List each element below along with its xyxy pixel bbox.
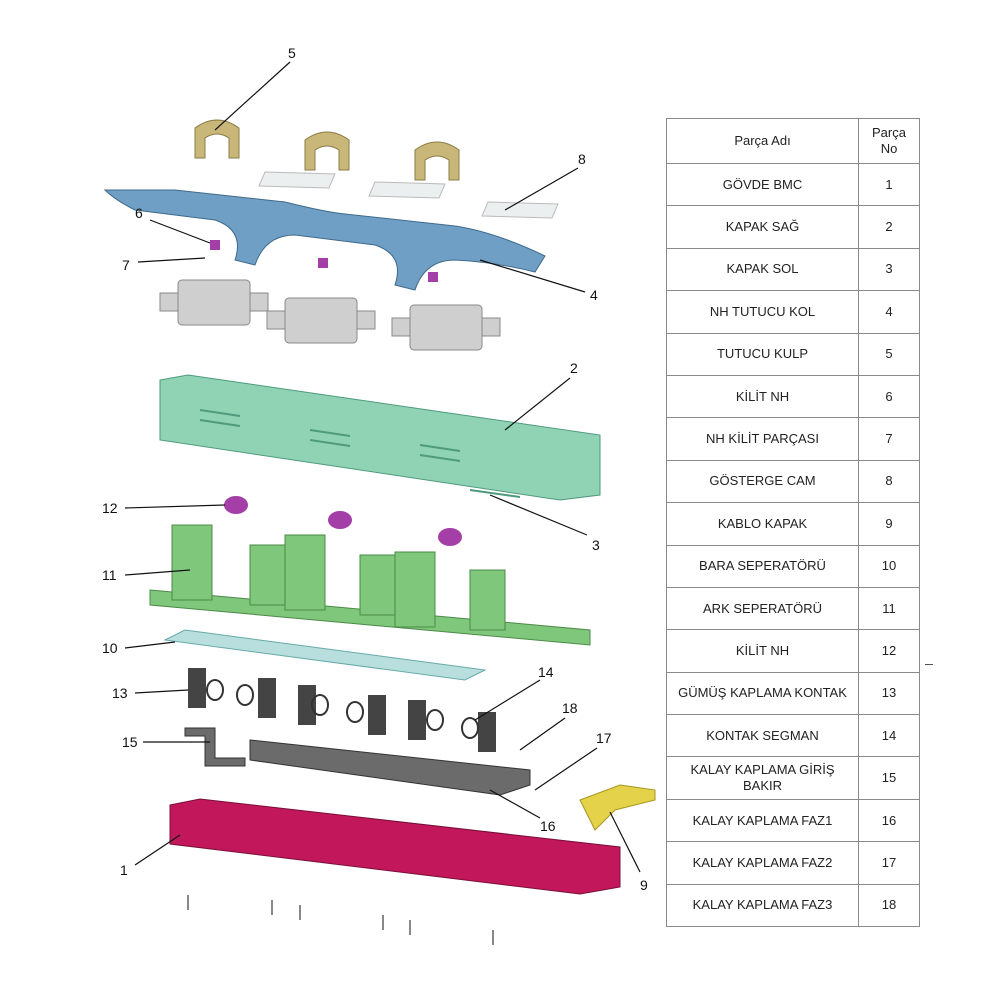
callout-12: 12 bbox=[102, 500, 118, 516]
callout-7: 7 bbox=[122, 257, 130, 273]
callout-6: 6 bbox=[135, 205, 143, 221]
part-no: 13 bbox=[858, 671, 920, 716]
part-name: NH TUTUCU KOL bbox=[666, 290, 859, 334]
header-part-no: Parça No bbox=[858, 118, 920, 164]
table-header: Parça Adı Parça No bbox=[666, 118, 920, 164]
leader-lines bbox=[124, 61, 641, 873]
cover-vents bbox=[199, 409, 521, 498]
part-name: KALAY KAPLAMA FAZ2 bbox=[666, 841, 859, 885]
holder-handles bbox=[194, 119, 460, 181]
callout-11: 11 bbox=[102, 567, 117, 583]
part-name: KABLO KAPAK bbox=[666, 502, 859, 546]
part-name: GÜMÜŞ KAPLAMA KONTAK bbox=[666, 671, 859, 716]
part-no: 11 bbox=[858, 586, 920, 631]
callout-18: 18 bbox=[562, 700, 578, 716]
part-name: KİLİT NH bbox=[666, 374, 859, 419]
part-no: 15 bbox=[858, 756, 920, 800]
screws bbox=[187, 895, 494, 945]
callout-3: 3 bbox=[592, 537, 600, 553]
callout-5: 5 bbox=[288, 45, 296, 61]
callout-10: 10 bbox=[102, 640, 118, 656]
part-name: GÖVDE BMC bbox=[666, 162, 859, 207]
nh-holder-arm bbox=[103, 189, 546, 291]
cover-right-left bbox=[159, 374, 601, 501]
callout-17: 17 bbox=[596, 730, 612, 746]
part-name: KAPAK SOL bbox=[666, 247, 859, 292]
part-name: BARA SEPERATÖRÜ bbox=[666, 544, 859, 588]
header-part-name: Parça Adı bbox=[666, 118, 859, 164]
part-no: 3 bbox=[858, 247, 920, 292]
part-name: KONTAK SEGMAN bbox=[666, 714, 859, 758]
part-no: 14 bbox=[858, 714, 920, 758]
part-no: 2 bbox=[858, 205, 920, 249]
tin-plated-copper bbox=[184, 727, 531, 796]
callout-9: 9 bbox=[640, 877, 648, 893]
part-no: 16 bbox=[858, 798, 920, 843]
part-name: KAPAK SAĞ bbox=[666, 205, 859, 249]
callout-13: 13 bbox=[112, 685, 128, 701]
callout-15: 15 bbox=[122, 734, 138, 750]
callout-1: 1 bbox=[120, 862, 128, 878]
fuse-bodies bbox=[159, 279, 501, 351]
part-no: 1 bbox=[858, 162, 920, 207]
part-no: 6 bbox=[858, 374, 920, 419]
nh-locks bbox=[210, 240, 438, 282]
nh-lock-knobs bbox=[224, 496, 462, 546]
part-name: GÖSTERGE CAM bbox=[666, 459, 859, 504]
part-name: KALAY KAPLAMA GİRİŞ BAKIR bbox=[666, 756, 859, 800]
part-no: 12 bbox=[858, 629, 920, 673]
part-name: KİLİT NH bbox=[666, 629, 859, 673]
part-no: 17 bbox=[858, 841, 920, 885]
part-name: KALAY KAPLAMA FAZ3 bbox=[666, 883, 859, 928]
callout-16: 16 bbox=[540, 818, 556, 834]
part-no: 4 bbox=[858, 290, 920, 334]
callout-2: 2 bbox=[570, 360, 578, 376]
part-name: KALAY KAPLAMA FAZ1 bbox=[666, 798, 859, 843]
part-name: TUTUCU KULP bbox=[666, 332, 859, 376]
part-no: 7 bbox=[858, 417, 920, 461]
bar-separator bbox=[163, 629, 487, 681]
callout-8: 8 bbox=[578, 151, 586, 167]
exploded-assembly-diagram: 5 8 6 7 4 2 3 12 11 10 14 13 18 15 17 16… bbox=[102, 45, 656, 945]
part-no: 18 bbox=[858, 883, 920, 928]
cable-cover bbox=[579, 784, 656, 831]
part-name: ARK SEPERATÖRÜ bbox=[666, 586, 859, 631]
part-no: 10 bbox=[858, 544, 920, 588]
indicator-glass bbox=[258, 171, 559, 219]
margin-tick bbox=[925, 664, 933, 665]
callout-4: 4 bbox=[590, 287, 598, 303]
part-no: 5 bbox=[858, 332, 920, 376]
part-no: 8 bbox=[858, 459, 920, 504]
callout-14: 14 bbox=[538, 664, 554, 680]
body-bmc bbox=[169, 798, 621, 895]
part-name: NH KİLİT PARÇASI bbox=[666, 417, 859, 461]
part-no: 9 bbox=[858, 502, 920, 546]
contact-rings bbox=[206, 679, 479, 739]
silver-contacts bbox=[188, 668, 496, 752]
arc-separator bbox=[149, 524, 591, 646]
